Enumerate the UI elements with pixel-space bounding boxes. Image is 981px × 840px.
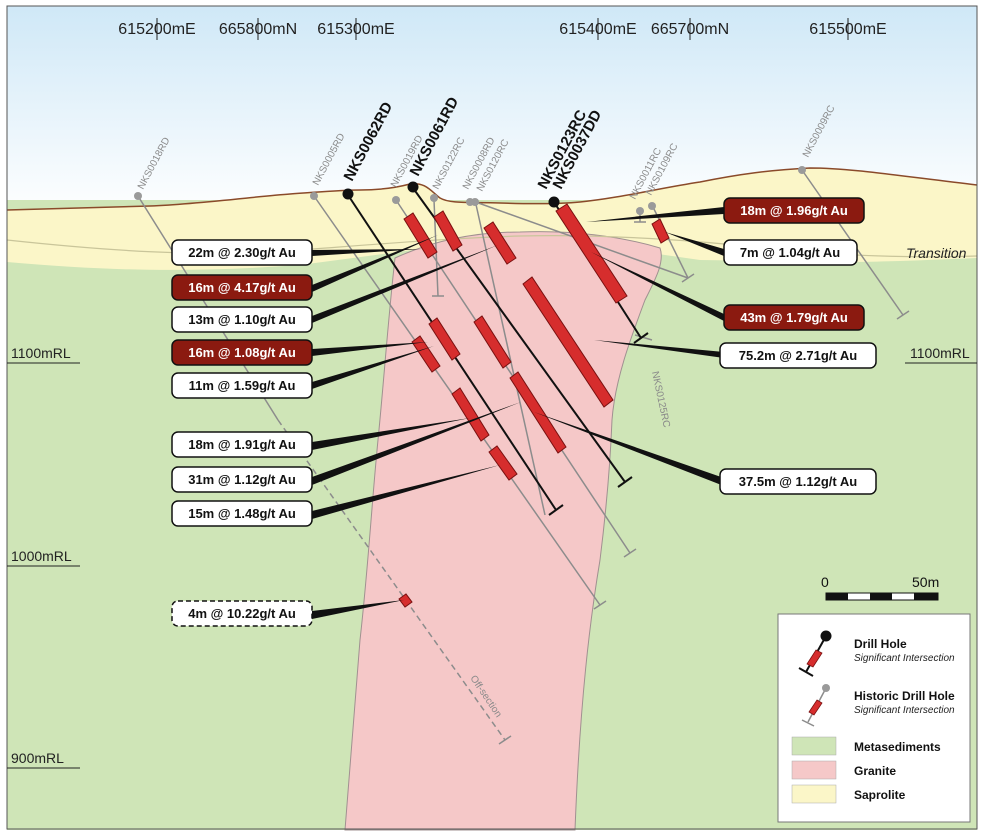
callout-13m-text: 13m @ 1.10g/t Au	[188, 312, 296, 327]
legend-granite: Granite	[854, 764, 896, 778]
callout-18m-a-text: 18m @ 1.91g/t Au	[188, 437, 296, 452]
coord-e-615400: 615400mE	[559, 21, 636, 38]
callout-11m: 11m @ 1.59g/t Au	[172, 373, 312, 398]
rl-1100-right: 1100mRL	[910, 345, 970, 361]
callout-18m-a: 18m @ 1.91g/t Au	[172, 432, 312, 457]
legend-metasediments-swatch	[792, 737, 836, 755]
callout-16m-b-text: 16m @ 1.08g/t Au	[188, 345, 296, 360]
transition-label: Transition	[906, 245, 967, 261]
callout-18m-b-text: 18m @ 1.96g/t Au	[740, 203, 848, 218]
callout-7m: 7m @ 1.04g/t Au	[724, 240, 857, 265]
coord-n-665800: 665800mN	[219, 21, 297, 38]
callout-16m-a: 16m @ 4.17g/t Au	[172, 275, 312, 300]
callout-4m: 4m @ 10.22g/t Au	[172, 601, 312, 626]
legend-saprolite: Saprolite	[854, 788, 906, 802]
callout-4m-text: 4m @ 10.22g/t Au	[188, 606, 296, 621]
callout-15m-text: 15m @ 1.48g/t Au	[188, 506, 296, 521]
callout-37m-text: 37.5m @ 1.12g/t Au	[739, 474, 857, 489]
callout-22m: 22m @ 2.30g/t Au	[172, 240, 312, 265]
callout-43m: 43m @ 1.79g/t Au	[724, 305, 864, 330]
callout-18m-b: 18m @ 1.96g/t Au	[724, 198, 864, 223]
callout-75m-text: 75.2m @ 2.71g/t Au	[739, 348, 857, 363]
rl-1000-left: 1000mRL	[11, 548, 72, 564]
callout-15m: 15m @ 1.48g/t Au	[172, 501, 312, 526]
coord-e-615200: 615200mE	[118, 21, 195, 38]
callout-31m-text: 31m @ 1.12g/t Au	[188, 472, 296, 487]
legend-saprolite-swatch	[792, 785, 836, 803]
rl-1100-left: 1100mRL	[11, 345, 71, 361]
scale-end-label: 50m	[912, 574, 939, 590]
callout-11m-text: 11m @ 1.59g/t Au	[189, 378, 296, 393]
legend: Drill Hole Significant Intersection Hist…	[778, 614, 970, 822]
coord-e-615500: 615500mE	[809, 21, 886, 38]
legend-historic: Historic Drill Hole	[854, 689, 955, 703]
callout-16m-a-text: 16m @ 4.17g/t Au	[188, 280, 296, 295]
callout-31m: 31m @ 1.12g/t Au	[172, 467, 312, 492]
coord-n-665700: 665700mN	[651, 21, 729, 38]
legend-granite-swatch	[792, 761, 836, 779]
rl-900-left: 900mRL	[11, 750, 64, 766]
callout-13m: 13m @ 1.10g/t Au	[172, 307, 312, 332]
scale-start-label: 0	[821, 574, 829, 590]
callout-75m: 75.2m @ 2.71g/t Au	[720, 343, 876, 368]
callout-37m: 37.5m @ 1.12g/t Au	[720, 469, 876, 494]
callout-22m-text: 22m @ 2.30g/t Au	[188, 245, 296, 260]
legend-historic-sub: Significant Intersection	[854, 705, 955, 716]
callout-7m-text: 7m @ 1.04g/t Au	[740, 245, 840, 260]
callout-16m-b: 16m @ 1.08g/t Au	[172, 340, 312, 365]
callout-43m-text: 43m @ 1.79g/t Au	[740, 310, 848, 325]
coord-e-615300: 615300mE	[317, 21, 394, 38]
legend-metasediments: Metasediments	[854, 740, 941, 754]
legend-drill-hole: Drill Hole	[854, 637, 907, 651]
legend-drill-hole-sub: Significant Intersection	[854, 653, 955, 664]
